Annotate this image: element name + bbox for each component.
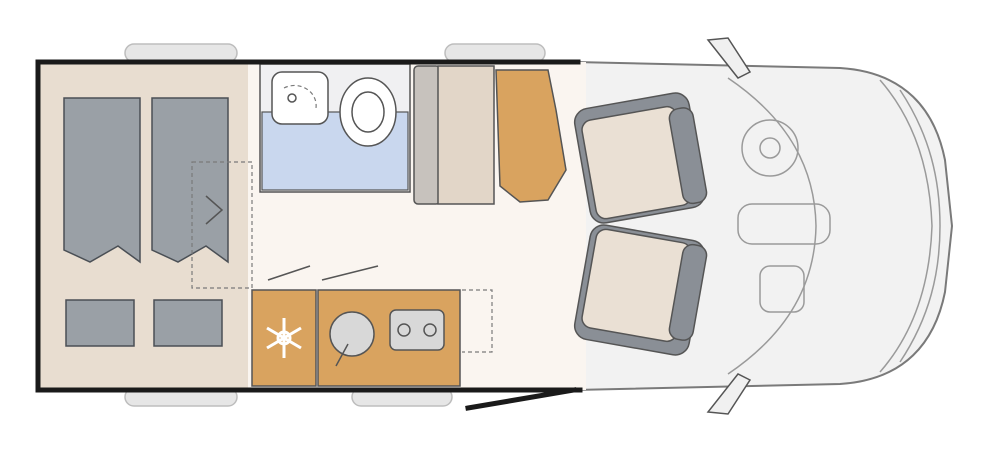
mattress-left bbox=[63, 97, 141, 264]
mattress-right bbox=[151, 97, 229, 264]
toilet-icon bbox=[339, 77, 397, 147]
dashboard-console bbox=[737, 203, 831, 245]
passenger-dash bbox=[759, 265, 805, 313]
door bbox=[465, 387, 577, 411]
cushion-right bbox=[153, 299, 223, 347]
cushion-left bbox=[65, 299, 135, 347]
sink-icon bbox=[271, 71, 329, 125]
wardrobe-tall bbox=[413, 65, 441, 205]
wheel-mid-left bbox=[444, 43, 546, 63]
outer-wall bbox=[35, 59, 583, 393]
snowflake-icon bbox=[266, 318, 302, 358]
passenger-seat bbox=[573, 224, 708, 356]
windscreen bbox=[727, 77, 817, 375]
wardrobe bbox=[437, 65, 495, 205]
bed-extension-dashed bbox=[191, 161, 253, 289]
bonnet-line bbox=[879, 79, 933, 373]
hob-icon bbox=[329, 309, 445, 367]
driver-seat bbox=[573, 92, 708, 224]
kitchen-wall-line bbox=[267, 265, 311, 281]
wheel-rear-left bbox=[124, 43, 238, 63]
steering-wheel-icon bbox=[741, 119, 799, 177]
storage-unit bbox=[495, 69, 567, 203]
mirror-icon bbox=[706, 373, 752, 415]
rear-mattresses bbox=[63, 97, 253, 347]
grille bbox=[899, 89, 941, 363]
counter-extension-dashed bbox=[462, 289, 493, 353]
step-chevron bbox=[205, 195, 224, 225]
mirror-icon bbox=[706, 37, 752, 79]
kitchen-wall-line bbox=[321, 265, 379, 281]
